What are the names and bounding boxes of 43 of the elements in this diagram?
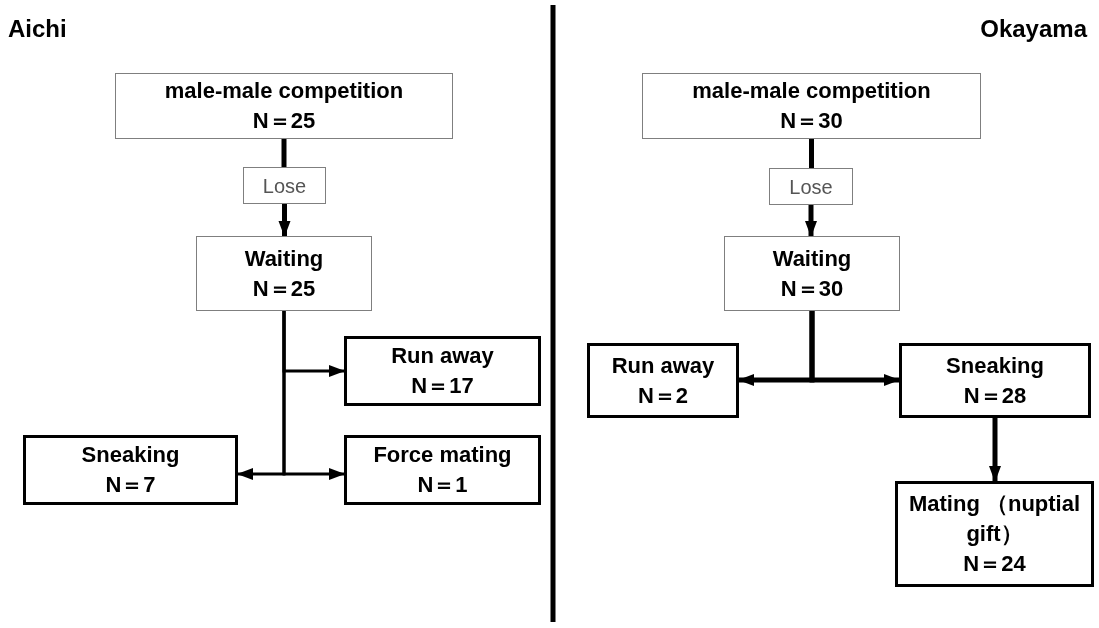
arrow	[805, 205, 817, 237]
box-label: Waiting	[772, 244, 852, 273]
box-label: Sneaking	[946, 351, 1044, 380]
process-box	[196, 236, 372, 311]
process-box	[895, 481, 1094, 587]
box-label: N＝17	[411, 372, 474, 400]
box-label: N＝30	[780, 107, 843, 135]
box-label: Sneaking	[81, 441, 180, 469]
condition-box	[769, 168, 853, 205]
box-label: N＝25	[252, 274, 316, 303]
process-box	[344, 336, 541, 406]
condition-box	[243, 167, 326, 204]
arrow	[278, 204, 291, 237]
process-box	[899, 343, 1091, 418]
arrow	[282, 311, 345, 480]
process-box	[344, 435, 541, 505]
box-label: Lose	[262, 173, 307, 199]
box-label: N＝25	[252, 107, 316, 135]
process-box	[115, 73, 453, 139]
process-box	[587, 343, 739, 418]
box-label: N＝1	[417, 471, 468, 499]
arrow	[989, 418, 1001, 482]
box-label: Force mating	[373, 441, 512, 469]
box-label: N＝2	[637, 381, 689, 410]
connector-line	[281, 139, 287, 167]
box-label: N＝24	[963, 550, 1026, 578]
process-box	[724, 236, 900, 311]
box-label: N＝28	[963, 381, 1027, 410]
box-label: N＝30	[780, 274, 844, 303]
region-heading: Okayama	[980, 14, 1087, 44]
process-box	[642, 73, 981, 139]
connector-line	[809, 139, 814, 168]
process-box	[23, 435, 238, 505]
region-heading: Aichi	[8, 14, 67, 44]
box-label: Lose	[789, 174, 833, 200]
arrow	[809, 311, 900, 386]
box-label: N＝7	[105, 471, 156, 499]
box-label: male-male competition	[164, 77, 404, 105]
box-label: Mating （nuptial gift）	[907, 490, 1082, 548]
box-label: Waiting	[244, 244, 324, 273]
box-label: Run away	[391, 342, 494, 370]
box-label: Run away	[611, 351, 715, 380]
box-label: male-male competition	[692, 77, 931, 105]
